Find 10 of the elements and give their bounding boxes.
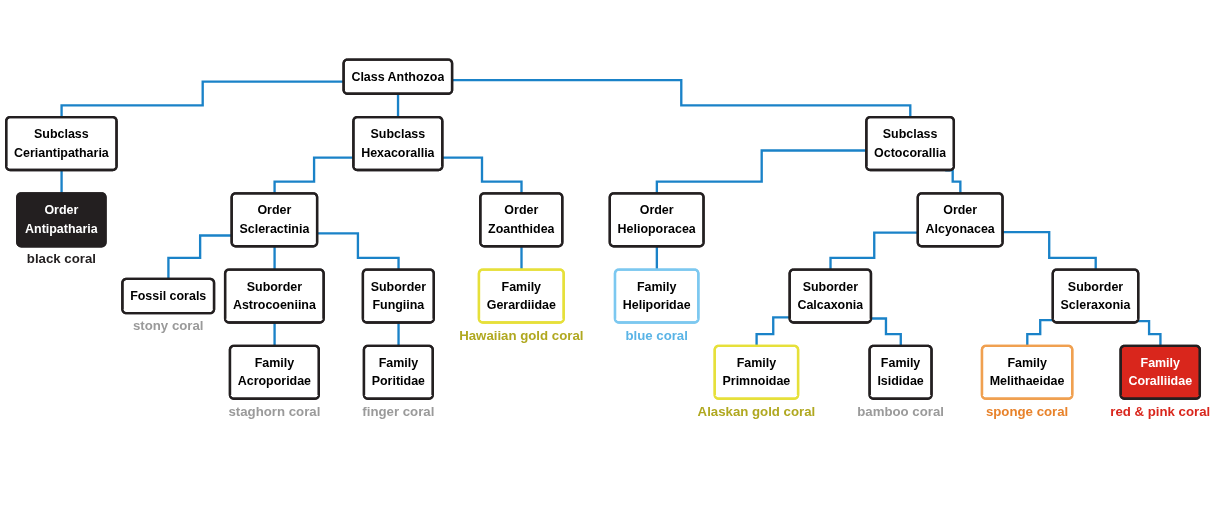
node-label: blue coral [625, 327, 688, 343]
node-label: stony coral [132, 318, 204, 334]
node-label: Hawaiian gold coral [459, 327, 584, 343]
node-label: red & pink coral [1110, 404, 1211, 419]
node-label: sponge coral [985, 404, 1069, 419]
node-label: bamboo coral [857, 404, 944, 419]
node-label: black coral [26, 251, 96, 267]
node-label: staghorn coral [228, 404, 321, 419]
node-label: Alaskan gold coral [697, 404, 816, 419]
node-label: finger coral [362, 404, 435, 419]
